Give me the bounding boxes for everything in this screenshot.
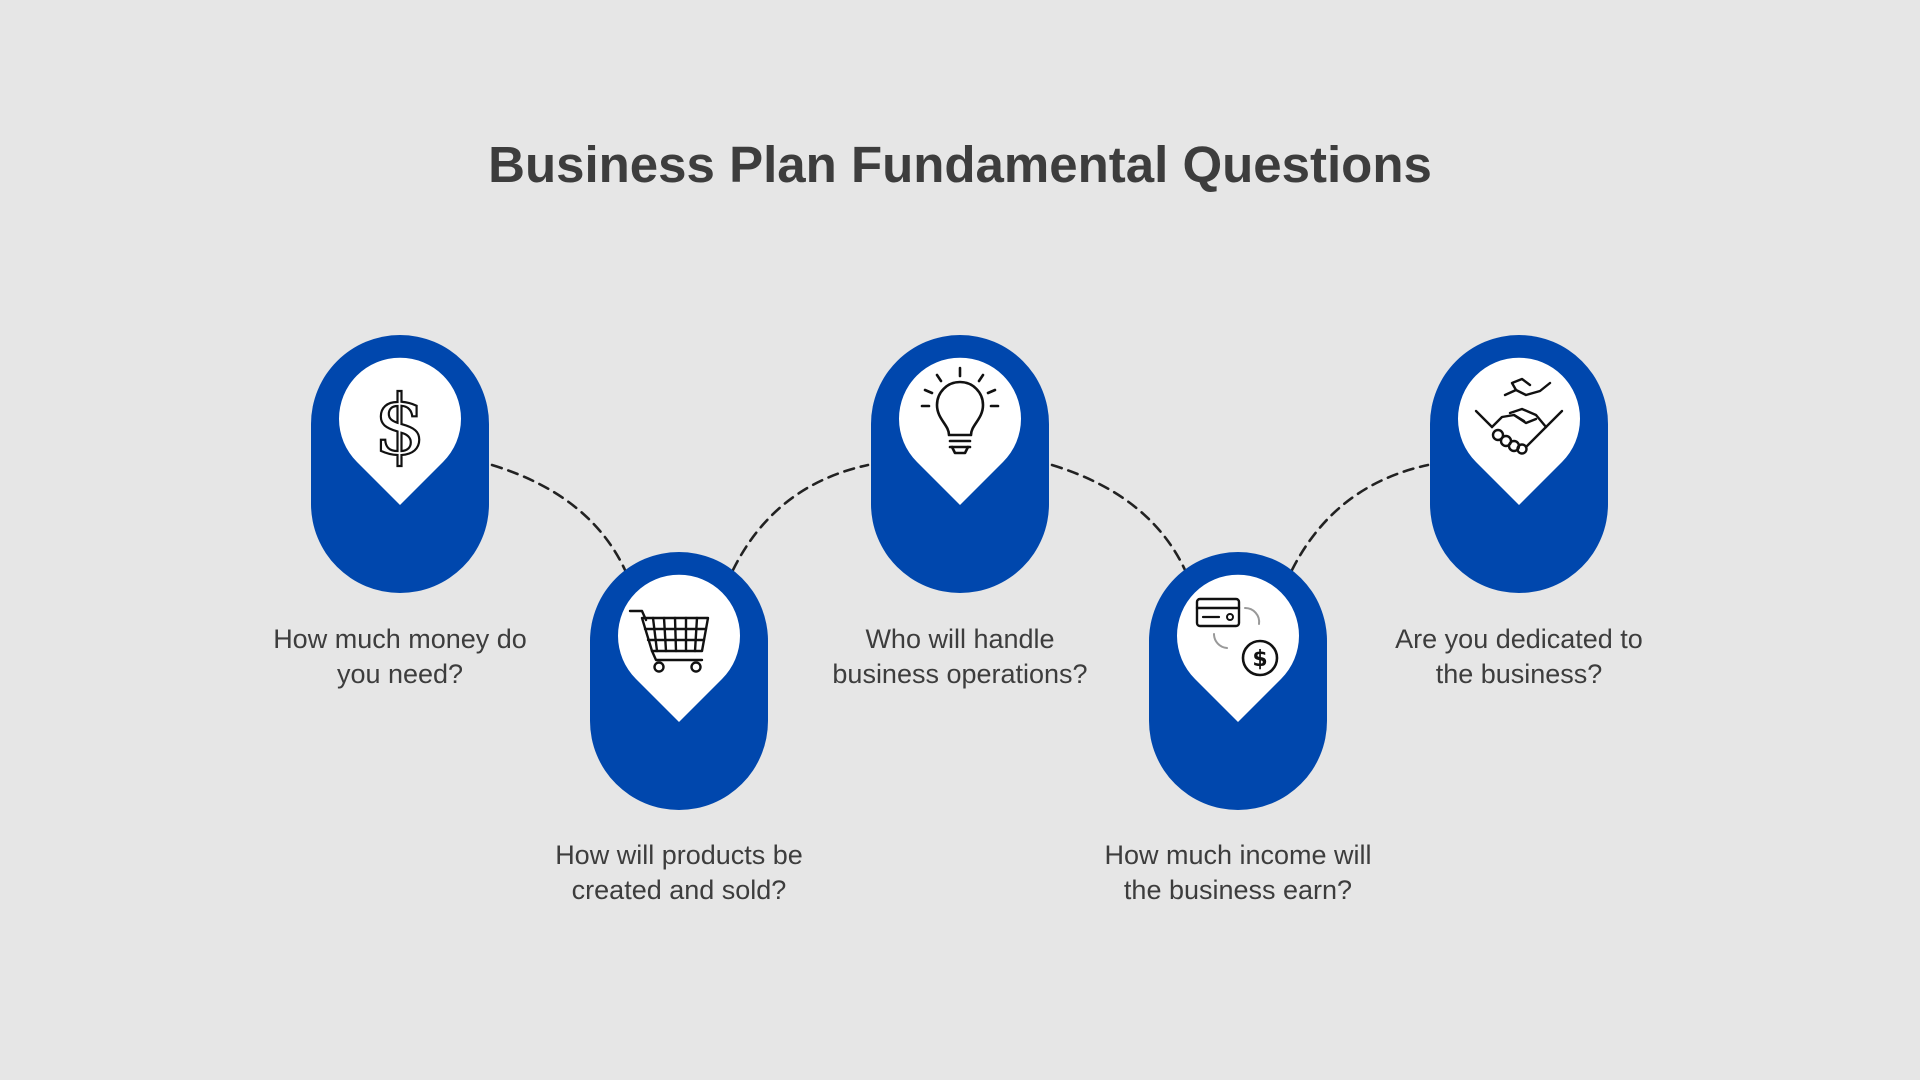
step-2-label: How will products be created and sold? [519,838,839,908]
step-4-label-line-2: the business earn? [1123,875,1353,905]
step-5-label: Are you dedicated to the business? [1359,622,1679,692]
step-5-pin [1458,357,1580,505]
step-3-pin [899,357,1021,505]
step-1-label: How much money do you need? [240,622,560,692]
step-1-label-line-2: you need? [336,659,464,689]
card-to-cash-icon: $ [1195,597,1279,677]
step-4-badge: $ [1149,552,1327,810]
svg-text:$: $ [374,379,426,474]
step-3-label-line-2: business operations? [832,659,1088,689]
step-1-label-line-1: How much money do [273,624,527,654]
step-2-label-line-1: How will products be [555,840,803,870]
step-1-pin: $ [339,357,461,505]
handshake-icon [1474,377,1564,455]
step-4-label: How much income will the business earn? [1078,838,1398,908]
step-5-label-line-1: Are you dedicated to [1395,624,1643,654]
step-3-label: Who will handle business operations? [800,622,1120,692]
step-4-label-line-1: How much income will [1104,840,1372,870]
step-3-label-line-1: Who will handle [865,624,1055,654]
step-2-badge [590,552,768,810]
step-5-label-line-2: the business? [1435,659,1603,689]
step-5-badge [1430,335,1608,593]
lightbulb-icon [920,366,1000,455]
dollar-sign-icon: $ [373,378,427,475]
step-3-badge [871,335,1049,593]
step-2-label-line-2: created and sold? [571,875,787,905]
page-title: Business Plan Fundamental Questions [488,136,1432,193]
step-4-pin: $ [1177,574,1299,722]
svg-text:$: $ [1252,647,1267,672]
shopping-cart-icon [628,609,710,673]
step-2-pin [618,574,740,722]
step-1-badge: $ [311,335,489,593]
